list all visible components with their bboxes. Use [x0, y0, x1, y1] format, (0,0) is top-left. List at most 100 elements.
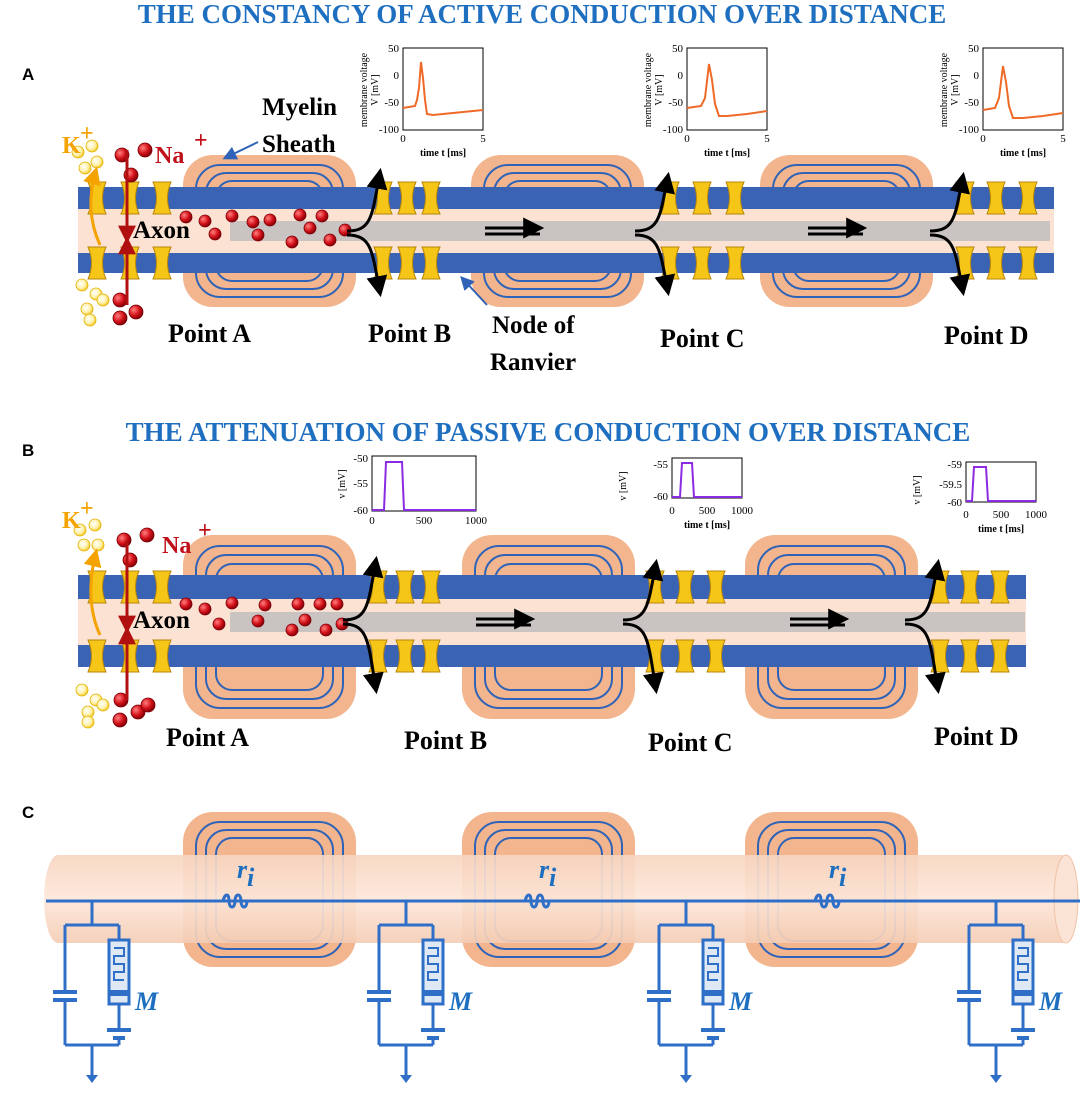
ion-channel-icon — [675, 570, 695, 604]
xtick: 0 — [400, 133, 406, 145]
na-ion-icon — [330, 597, 344, 611]
na-ion-icon — [112, 292, 128, 308]
ylabel: V [mV] — [654, 74, 665, 105]
resistor-icon — [221, 893, 249, 909]
na-ion-icon — [285, 235, 299, 249]
k-efflux-arrow — [83, 548, 102, 636]
k-ion-icon — [96, 698, 110, 712]
na-ion-icon — [251, 614, 265, 628]
current-arrow-out — [904, 622, 946, 695]
ion-channel-icon — [421, 639, 441, 673]
ion-channel-icon — [152, 639, 172, 673]
point-a-label: Point A — [166, 723, 249, 752]
na-ion-icon — [137, 142, 153, 158]
current-arrow-out — [904, 558, 946, 622]
na-ion-icon — [140, 697, 156, 713]
title-active: THE CONSTANCY OF ACTIVE CONDUCTION OVER … — [138, 0, 947, 29]
axon-tube-end — [1053, 854, 1079, 944]
ytick: -50 — [384, 97, 399, 109]
ion-channel-icon — [397, 246, 417, 280]
resistor-subscript: i — [549, 863, 557, 892]
membrane-bar — [109, 990, 129, 996]
na-ion-icon — [198, 602, 212, 616]
k-ion-icon — [88, 518, 102, 532]
point-d-label: Point D — [944, 321, 1029, 350]
xtick: 5 — [764, 133, 770, 145]
xtick: 0 — [369, 515, 375, 527]
na-ion-icon — [303, 221, 317, 235]
na-plus: + — [198, 518, 212, 544]
passive-plot-3: -59 -59.5 -60 0 500 1000 time t [ms] v [… — [912, 459, 1048, 535]
na-ion-icon — [116, 532, 132, 548]
k-ion-icon — [78, 161, 92, 175]
ion-channel-icon — [421, 570, 441, 604]
na-ion-icon — [258, 598, 272, 612]
ion-channel-icon — [692, 181, 712, 215]
na-ion-icon — [128, 304, 144, 320]
na-ion-icon — [179, 597, 193, 611]
na-ion-label: Na — [162, 533, 191, 559]
k-ion-icon — [73, 523, 87, 537]
resistor-label: r — [237, 855, 248, 884]
point-b-label: Point B — [404, 726, 487, 755]
axon-label-a: Axon — [133, 217, 190, 244]
na-ion-icon — [225, 209, 239, 223]
na-ion-icon — [198, 214, 212, 228]
ion-channel-icon — [395, 639, 415, 673]
point-c-label: Point C — [660, 324, 745, 353]
k-label-a: K + Na + — [62, 121, 208, 169]
panel-label-c: C — [22, 803, 34, 822]
ytick: -55 — [353, 478, 368, 490]
ytick: -50 — [353, 453, 368, 465]
k-ion-icon — [77, 538, 91, 552]
xtick: 0 — [669, 505, 675, 517]
ylabel: v [mV] — [912, 475, 923, 504]
ylabel: membrane voltage — [359, 52, 370, 127]
panel-a-axon — [78, 155, 1054, 307]
ion-channel-icon — [368, 639, 388, 673]
xtick: 500 — [993, 509, 1010, 521]
xtick: 0 — [684, 133, 690, 145]
ytick: 0 — [394, 70, 400, 82]
ion-channel-icon — [152, 570, 172, 604]
ytick: -60 — [353, 505, 368, 517]
ion-channel-icon — [990, 570, 1010, 604]
ion-channel-icon — [706, 639, 726, 673]
ytick: -59 — [947, 459, 962, 471]
ion-channel-icon — [87, 639, 107, 673]
axon-membrane-bottom — [78, 253, 1054, 273]
axon-current-band-b — [230, 612, 1025, 632]
k-ion-label: K — [62, 508, 81, 534]
membrane-label: M — [728, 987, 753, 1016]
k-ion-icon — [85, 139, 99, 153]
k-label-b: K + Na + — [62, 496, 212, 559]
current-arrow-out — [929, 171, 971, 233]
ytick: 0 — [678, 70, 684, 82]
passive-plot-1: -50 -55 -60 0 500 1000 v [mV] — [337, 453, 488, 527]
k-efflux-arrow — [83, 166, 102, 246]
k-ion-icon — [80, 302, 94, 316]
k-ion-icon — [90, 155, 104, 169]
current-arrow-out — [634, 171, 676, 233]
resistor-subscript: i — [247, 863, 255, 892]
xlabel: time t [ms] — [420, 148, 466, 159]
na-ion-icon — [139, 527, 155, 543]
current-arrow-out — [622, 622, 664, 695]
dynamic-layer — [71, 139, 1038, 729]
ion-channel-icon — [152, 181, 172, 215]
na-ion-icon — [251, 228, 265, 242]
current-arrow-out — [622, 558, 664, 622]
xtick: 0 — [963, 509, 969, 521]
ytick: 0 — [974, 70, 980, 82]
na-ion-icon — [212, 617, 226, 631]
point-a-label: Point A — [168, 319, 251, 348]
ion-channel-icon — [421, 181, 441, 215]
xlabel: time t [ms] — [1000, 148, 1046, 159]
na-ion-icon — [208, 227, 222, 241]
ytick: -59.5 — [939, 479, 962, 491]
ylabel: V [mV] — [370, 74, 381, 105]
axon-membrane-top-b — [78, 575, 1026, 599]
panel-c-circuit — [44, 812, 1080, 967]
k-ion-icon — [71, 145, 85, 159]
